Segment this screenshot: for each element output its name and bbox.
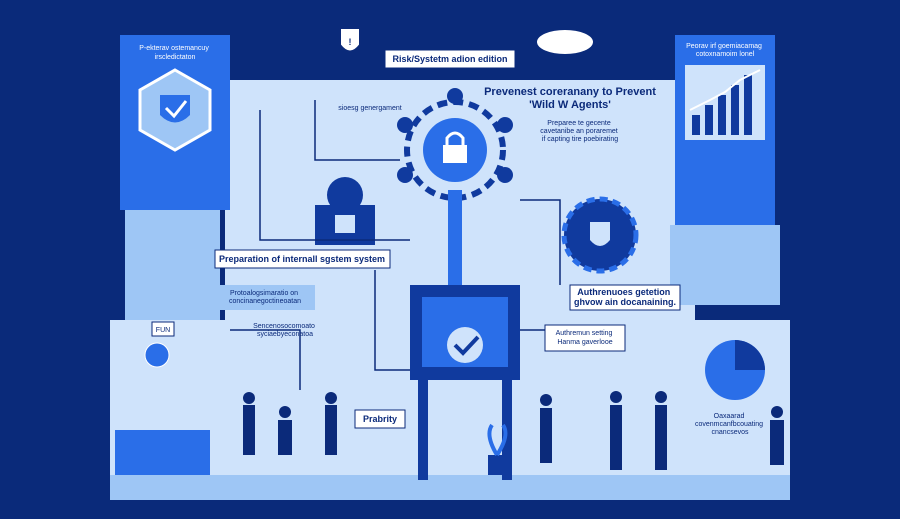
right-column-panel (670, 225, 780, 305)
left-mid-note-2: concinanegoctineoatan (229, 298, 301, 305)
shield-check-mark (164, 100, 188, 119)
bar-2 (705, 105, 713, 135)
checkmark-mark (453, 335, 480, 356)
fun-badge-box (151, 321, 175, 337)
bar-4 (731, 85, 739, 135)
top-right-panel-text: Peorav irf goemiacamag cotoxnamoim lonel (686, 43, 764, 58)
person-3-head (325, 392, 337, 404)
warning-mark: ! (349, 37, 352, 47)
trend-line (689, 69, 761, 111)
right-auth2-text: Authremun setting Hanma gaverlooe (556, 330, 615, 346)
pie-slice (735, 340, 765, 370)
orbit-node-5 (397, 167, 413, 183)
bar-5 (744, 75, 752, 135)
person-7 (770, 420, 784, 465)
connector-2 (314, 100, 400, 161)
headline-sub-3: if capting tire poebirating (542, 136, 618, 143)
person-2-head (279, 406, 291, 418)
person-7-head (771, 406, 783, 418)
headline-line2: 'Wild W Agents' (529, 99, 611, 111)
machine-leg-left (418, 380, 428, 480)
bottom-right-note-1: Oaxaarad (714, 413, 745, 420)
plant-icon (487, 423, 508, 457)
right-auth-1: Authrenuoes getetion (577, 287, 670, 297)
headline-sub: Preparee te gecente cavetanibe an porare… (540, 120, 619, 143)
mid-small-text: sioesg genergament (338, 105, 401, 112)
left-mid-note-text: Protoalogsimaratio on concinanegoctineoa… (229, 290, 301, 305)
left-small-note-2: syciaebyeconatoa (257, 331, 313, 338)
bottom-right-note-3: cnancsevos (712, 429, 749, 436)
person-2 (278, 420, 292, 455)
person-1 (243, 405, 255, 455)
headline-sub-1: Preparee te gecente (547, 120, 611, 127)
right-auth2-box (544, 324, 626, 352)
person-5-head (610, 391, 622, 403)
person-5 (610, 405, 622, 470)
globe-icon (144, 342, 170, 368)
orbit-node-3 (497, 167, 513, 183)
person-4 (540, 408, 552, 463)
floor-band (110, 475, 790, 500)
bottom-right-note-2: covenmcanfbcouating (695, 421, 763, 428)
right-auth2-2: Hanma gaverlooe (557, 339, 612, 346)
left-column-panel (125, 210, 220, 330)
prep-label-text: Preparation of internall sgstem system (219, 254, 385, 264)
bar-1 (692, 115, 700, 135)
orbit-node-1 (447, 88, 463, 104)
right-auth-2: ghvow ain docanaining. (574, 297, 676, 307)
shield-check-inner (160, 95, 190, 123)
padlock-body (443, 145, 467, 163)
gear-shield-inner (590, 222, 610, 246)
bar-3 (718, 95, 726, 135)
orbit-node-2 (497, 117, 513, 133)
top-banner-text: Risk/Systetm adion edition (392, 54, 507, 64)
padlock-shackle (445, 131, 465, 145)
left-small-note-1: Sencenosocomoato (253, 323, 315, 330)
connector-4 (374, 270, 410, 371)
robot-icon (327, 177, 363, 213)
top-left-panel-line2: irscledictaton (155, 54, 196, 61)
person-6 (655, 405, 667, 470)
right-auth2-1: Authremun setting (556, 330, 613, 337)
top-left-panel-text: P-ekterav ostemancuy irscledictaton (139, 45, 211, 61)
bottom-center-box (354, 409, 406, 429)
right-auth-text: Authrenuoes getetion ghvow ain docanaini… (574, 287, 676, 307)
connector-6 (230, 329, 301, 390)
right-auth-box (569, 284, 681, 311)
plant-pot (488, 455, 506, 475)
top-right-panel-2: cotoxnamoim lonel (696, 51, 755, 58)
top-left-panel-line1: P-ekterav ostemancuy (139, 45, 209, 52)
fun-badge: FUN (156, 327, 170, 334)
top-banner-box (384, 49, 516, 69)
person-3 (325, 405, 337, 455)
left-mid-note-box (215, 285, 315, 310)
connector-3 (520, 199, 561, 285)
central-pipe (448, 190, 462, 285)
cloud-icon (537, 30, 593, 54)
top-right-panel-1: Peorav irf goemiacamag (686, 43, 762, 50)
person-1-head (243, 392, 255, 404)
checkmark-icon (447, 327, 483, 363)
headline-sub-2: cavetanibe an poraremet (540, 128, 617, 135)
prep-label-box (214, 249, 391, 269)
robot-lock (335, 215, 355, 233)
person-4-head (540, 394, 552, 406)
desk (115, 430, 210, 475)
connector-1 (259, 110, 410, 241)
person-6-head (655, 391, 667, 403)
people-group (243, 391, 784, 470)
warning-shield-icon (339, 27, 361, 53)
headline-line1: Prevenest coreranany to Prevent (484, 86, 656, 98)
bottom-center-text: Prabrity (363, 414, 397, 424)
left-mid-note-1: Protoalogsimaratio on (230, 290, 298, 297)
orbit-node-4 (397, 117, 413, 133)
connectors (230, 100, 561, 390)
left-small-note: Sencenosocomoato syciaebyeconatoa (253, 323, 317, 338)
bottom-right-note: Oaxaarad covenmcanfbcouating cnancsevos (695, 413, 765, 436)
